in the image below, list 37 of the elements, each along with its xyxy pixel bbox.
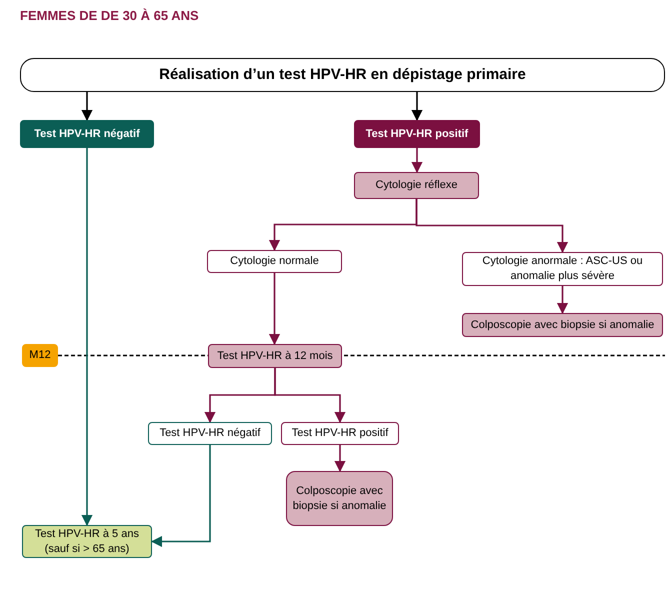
box-label: Test HPV-HR à 5 ans (sauf si > 65 ans) bbox=[34, 526, 140, 556]
process-box bbox=[354, 172, 479, 199]
arrow bbox=[81, 92, 93, 122]
process-box bbox=[281, 422, 399, 445]
arrow bbox=[334, 445, 346, 472]
result-box bbox=[20, 120, 154, 148]
arrow bbox=[411, 92, 423, 122]
arrow bbox=[268, 273, 280, 346]
diagram-title: FEMMES DE DE 30 À 65 ANS bbox=[20, 8, 199, 23]
process-box bbox=[20, 58, 665, 92]
box-label: Test HPV-HR négatif bbox=[34, 126, 140, 142]
box-label: Cytologie anormale : ASC-US ou anomalie plus sévère bbox=[481, 254, 644, 284]
arrow bbox=[416, 199, 568, 254]
process-box bbox=[462, 252, 663, 286]
process-box bbox=[208, 344, 342, 368]
process-box bbox=[286, 471, 393, 526]
box-label: Cytologie normale bbox=[230, 254, 319, 269]
box-label: Colposcopie avec biopsie si anomalie bbox=[470, 318, 654, 332]
box-label: Colposcopie avec biopsie si anomalie bbox=[292, 484, 388, 514]
process-box bbox=[207, 250, 342, 273]
box-label: Test HPV-HR à 12 mois bbox=[217, 348, 333, 364]
arrow bbox=[150, 445, 211, 548]
timepoint-badge bbox=[22, 344, 58, 367]
box-label: Cytologie réflexe bbox=[376, 178, 458, 193]
box-label: Réalisation d’un test HPV-HR en dépistage primaire bbox=[159, 64, 526, 85]
arrow bbox=[411, 148, 423, 174]
box-label: Test HPV-HR positif bbox=[292, 426, 388, 441]
result-box bbox=[354, 120, 480, 148]
result-box bbox=[148, 422, 272, 445]
arrow bbox=[274, 368, 346, 424]
box-label: Test HPV-HR positif bbox=[366, 126, 468, 142]
outcome-box bbox=[22, 525, 152, 558]
arrow bbox=[81, 148, 93, 526]
box-label: M12 bbox=[29, 348, 51, 363]
arrow bbox=[556, 286, 568, 314]
box-label: Test HPV-HR négatif bbox=[160, 426, 260, 441]
process-box bbox=[462, 313, 663, 337]
